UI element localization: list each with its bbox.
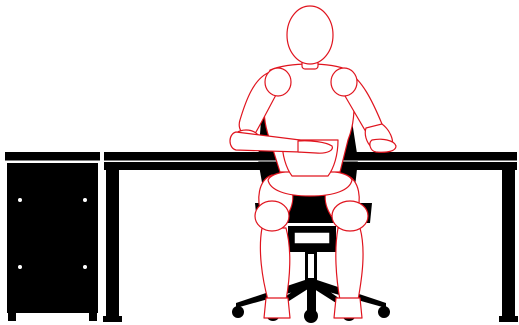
drawer-knob [83,198,87,202]
figure-left-knee [255,201,289,231]
chair-caster [232,306,244,318]
drawer-knob [18,265,22,269]
figure-right-knee [332,201,368,231]
chair-caster [304,309,318,323]
figure-right-shoulder [331,68,357,96]
figure-left-lower-leg [260,228,289,300]
desk-leg-right [502,162,515,316]
figure-left-shoulder [265,68,291,96]
drawer-knob [83,265,87,269]
figure-right-lower-leg [336,228,363,300]
pedestal-top [5,152,100,161]
desk-leg-left [106,162,119,316]
pedestal-body [7,163,98,313]
figure-right-foot [334,298,362,318]
figure-right-hand [370,139,396,152]
figure-head [287,6,333,64]
drawer-knob [18,198,22,202]
pedestal-drawer-cabinet [5,152,100,321]
figure-left-foot [264,298,290,318]
chair-caster [378,306,390,318]
